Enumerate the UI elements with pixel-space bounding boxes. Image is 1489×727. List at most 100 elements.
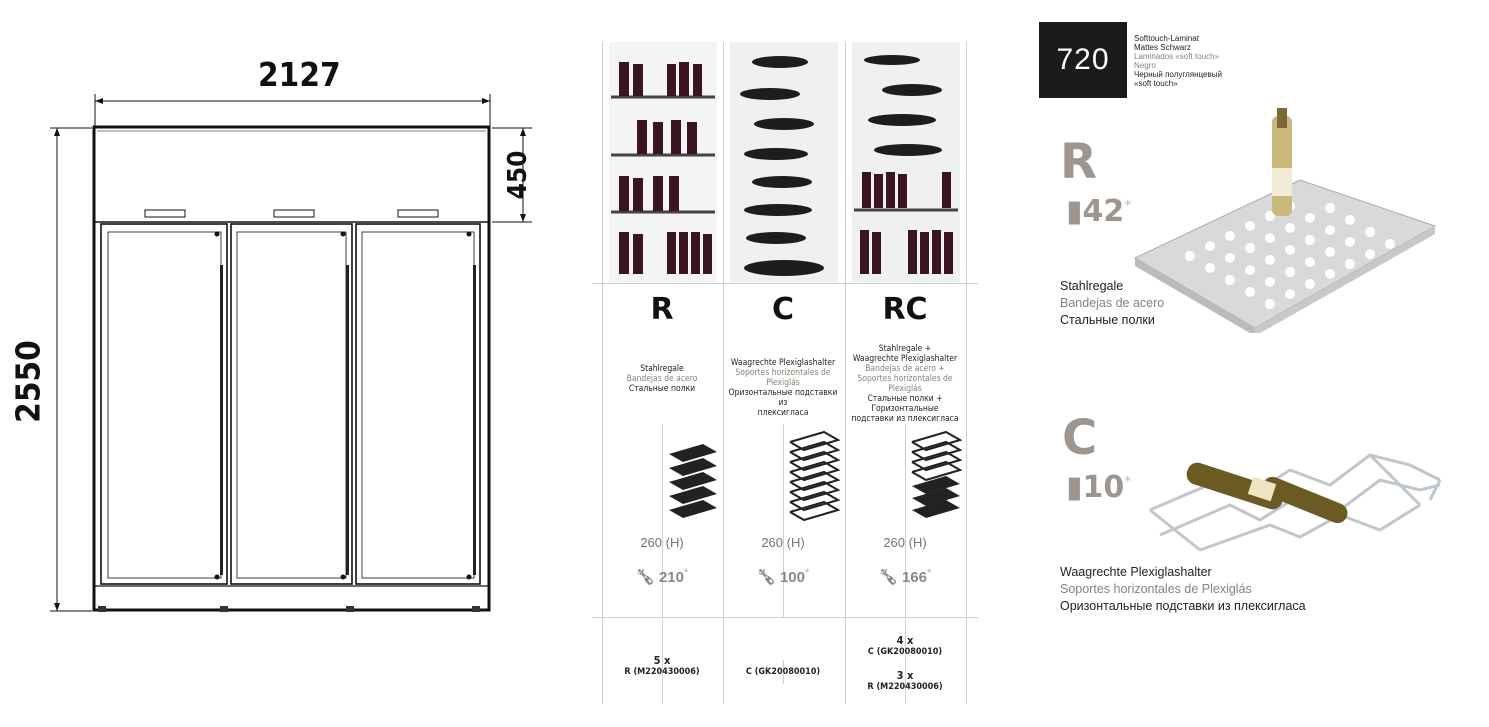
- height-label: 260 (H): [883, 535, 927, 550]
- bottle-capacity: 🍾︎ 210*: [603, 567, 721, 586]
- shelf-r-line: Стальные полки: [1060, 313, 1155, 327]
- finish-code-badge: 720: [1039, 22, 1127, 98]
- asterisk: *: [1124, 474, 1132, 490]
- desc-line: Bandejas de acero: [626, 374, 698, 384]
- config-letter: C: [771, 292, 795, 327]
- desc-line: подставки из плексигласа: [851, 414, 959, 424]
- count-value: 10: [1082, 470, 1125, 505]
- height-dimension: 2550: [8, 340, 48, 423]
- row-divider: [592, 283, 978, 284]
- config-column-rc: RC Stahlregale + Waagrechte Plexiglashal…: [846, 42, 964, 704]
- bottle-icon: ▮: [1066, 470, 1083, 505]
- column-divider: [845, 42, 846, 704]
- config-column-r: R Stahlregale Bandejas de acero Стальные…: [603, 42, 721, 704]
- shelf-c-letter: C: [1062, 410, 1098, 466]
- bottle-icon: 🍾︎: [635, 569, 655, 586]
- icon-divider: [662, 424, 663, 617]
- shelf-r-letter: R: [1060, 134, 1097, 190]
- part-prefix: C: [867, 647, 874, 657]
- width-dimension: 2127: [258, 55, 341, 94]
- part-number: (GK20080010): [754, 667, 821, 677]
- part-qty: 5 x: [653, 654, 671, 667]
- shelf-c-line: Waagrechte Plexiglashalter: [1060, 565, 1212, 579]
- plexiglass-holder-image: [1149, 453, 1442, 552]
- icon-divider: [662, 620, 663, 704]
- icon-divider: [905, 620, 906, 704]
- config-letter: RC: [882, 292, 928, 327]
- cabinet-outline: [50, 94, 532, 612]
- product-photo-c: [730, 42, 838, 282]
- finish-line: Черный полуглянцевый: [1134, 70, 1222, 79]
- row-divider: [592, 617, 978, 618]
- finish-line: Softtouch-Laminat: [1134, 34, 1199, 43]
- part-code: 5 x R (M220430006): [603, 654, 721, 677]
- shelf-c-description: Waagrechte Plexiglashalter Soportes hori…: [1060, 564, 1306, 615]
- icon-divider: [783, 660, 784, 684]
- product-photo-rc: [852, 42, 960, 282]
- count-value: 42: [1082, 194, 1125, 229]
- bottle-icon: 🍾︎: [878, 569, 898, 586]
- part-number: (M220430006): [633, 667, 700, 677]
- finish-line: Mattes Schwarz: [1134, 43, 1191, 52]
- config-description: Waagrechte Plexiglashalter Soportes hori…: [724, 358, 842, 418]
- part-prefix: C: [745, 667, 752, 677]
- bottle-capacity: 🍾︎ 166*: [846, 567, 964, 586]
- config-column-c: C Waagrechte Plexiglashalter Soportes ho…: [724, 42, 842, 704]
- column-divider: [723, 42, 724, 704]
- asterisk: *: [804, 567, 810, 579]
- bottle-icon: 🍾︎: [756, 569, 776, 586]
- part-number: (GK20080010): [876, 647, 943, 657]
- icon-divider: [905, 424, 906, 617]
- part-prefix: R: [624, 667, 631, 677]
- part-number: (M220430006): [876, 682, 943, 692]
- desc-line: Stahlregale: [640, 364, 684, 374]
- config-letter: R: [650, 292, 674, 327]
- finish-line: Laminados «soft touch»: [1134, 52, 1219, 61]
- part-code: 4 x C (GK20080010): [846, 634, 964, 657]
- product-photo-r: [609, 42, 717, 282]
- capacity-value: 100: [779, 569, 805, 586]
- bottle-capacity: 🍾︎ 100*: [724, 567, 842, 586]
- desc-line: Bandejas de acero +: [865, 364, 945, 374]
- shelf-icon-rc: [911, 430, 962, 518]
- shelf-r-line: Stahlregale: [1060, 279, 1124, 293]
- cabinet-drawing: 2127 2550 450: [0, 0, 560, 727]
- config-description: Stahlregale + Waagrechte Plexiglashalter…: [846, 344, 964, 424]
- asterisk: *: [683, 567, 689, 579]
- desc-line: Soportes horizontales de Plexiglás: [735, 368, 831, 388]
- part-prefix: R: [867, 682, 874, 692]
- capacity-value: 166: [901, 569, 927, 586]
- finish-line: «soft touch»: [1134, 79, 1178, 88]
- top-dimension: 450: [503, 150, 533, 200]
- bottle-icon: ▮: [1066, 194, 1083, 229]
- part-code: 3 x R (M220430006): [846, 669, 964, 692]
- desc-line: Стальные полки + Горизонтальные: [867, 394, 943, 414]
- config-description: Stahlregale Bandejas de acero Стальные п…: [603, 364, 721, 394]
- shelf-r-count: ▮42*: [1066, 194, 1131, 229]
- desc-line: Waagrechte Plexiglashalter: [730, 358, 836, 368]
- steel-shelf-image: [1133, 108, 1437, 333]
- column-divider: [602, 42, 603, 704]
- shelf-c-line: Soportes horizontales de Plexiglás: [1060, 582, 1252, 596]
- part-qty: 3 x: [896, 669, 914, 682]
- shelf-icon-r: [669, 444, 717, 518]
- height-label: 260 (H): [761, 535, 805, 550]
- finish-line: Negro: [1134, 61, 1156, 70]
- shelf-c-count: ▮10*: [1066, 470, 1131, 505]
- column-divider: [966, 42, 967, 704]
- shelf-r-description: Stahlregale Bandejas de acero Стальные п…: [1060, 278, 1164, 329]
- shelf-r-line: Bandejas de acero: [1060, 296, 1165, 310]
- desc-line: плексигласа: [757, 408, 809, 418]
- desc-line: Стальные полки: [628, 384, 696, 394]
- shelf-icon-c: [789, 430, 840, 522]
- asterisk: *: [1124, 198, 1132, 214]
- desc-line: Stahlregale +: [878, 344, 932, 354]
- asterisk: *: [926, 567, 932, 579]
- shelf-c-line: Оризонтальные подставки из плексигласа: [1060, 599, 1306, 613]
- part-code: C (GK20080010): [724, 667, 842, 677]
- finish-description: Softtouch-Laminat Mattes Schwarz Laminad…: [1134, 34, 1222, 88]
- height-label: 260 (H): [640, 535, 684, 550]
- icon-divider: [783, 424, 784, 617]
- capacity-value: 210: [658, 569, 684, 586]
- desc-line: Soportes horizontales de Plexiglás: [857, 374, 953, 394]
